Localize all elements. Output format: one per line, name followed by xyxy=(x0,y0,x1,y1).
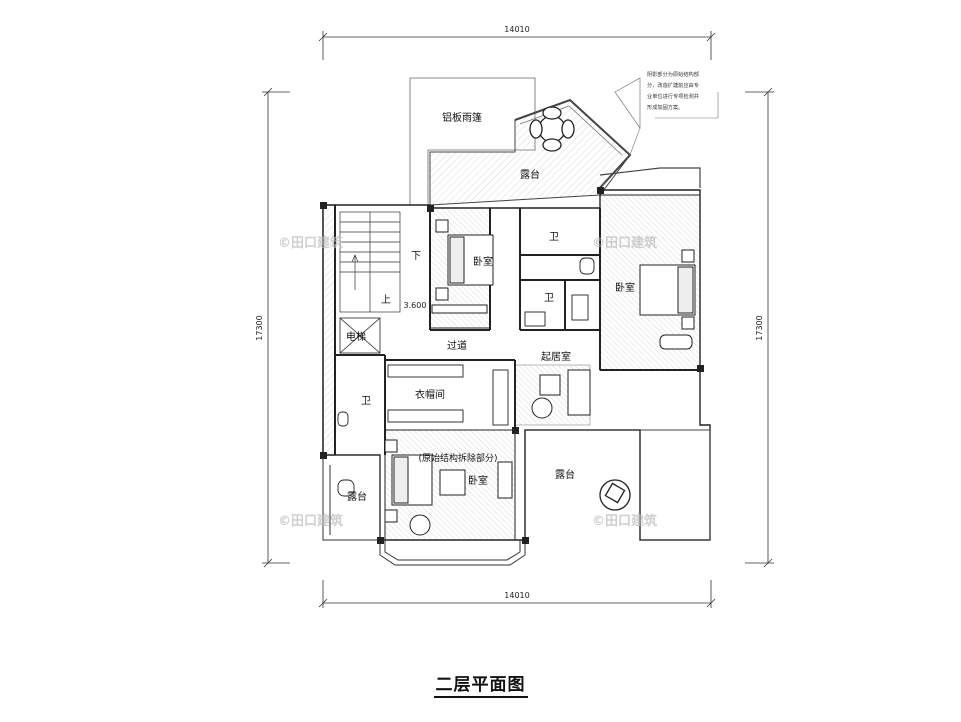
elevator-shaft xyxy=(339,317,381,354)
label-stair-down: 下 xyxy=(411,251,421,262)
label-bedroom-2: 卧室 xyxy=(615,281,635,294)
note-leader-line xyxy=(629,127,641,156)
structure-note: 阴影部分为原始结构部 分，改造扩建前应由专 业单位进行专项检测并 形成加固方案。 xyxy=(647,70,699,111)
label-bath-2: 卫 xyxy=(544,293,554,304)
dimension-bottom: 14010 xyxy=(504,591,529,600)
watermark-4: ©田口建筑 xyxy=(592,513,657,529)
dimension-right: 17300 xyxy=(755,315,764,340)
label-bedroom-1: 卧室 xyxy=(473,255,493,268)
label-aluminum-canopy: 铝板雨篷 xyxy=(442,111,482,124)
columns xyxy=(320,187,704,544)
interior-walls xyxy=(334,205,700,455)
bed-bedroom-2 xyxy=(639,249,696,350)
dimension-top: 14010 xyxy=(504,25,529,34)
bed-bedroom-1 xyxy=(431,219,494,314)
label-elevator: 电梯 xyxy=(346,330,366,343)
note-line-4: 形成加固方案。 xyxy=(647,103,683,111)
label-bedroom-3: 卧室 xyxy=(468,474,488,487)
label-wardrobe: 衣帽间 xyxy=(415,388,445,401)
dimension-lines xyxy=(262,31,774,608)
watermark-1: ©田口建筑 xyxy=(278,235,343,251)
bathroom-fixtures xyxy=(337,257,595,497)
terrace-table xyxy=(599,479,631,511)
note-line-3: 业单位进行专项检测并 xyxy=(647,92,699,100)
drawing-title-text: 二层平面图 xyxy=(433,670,528,698)
left-terrace xyxy=(322,454,381,541)
note-line-1: 阴影部分为原始结构部 xyxy=(647,70,699,78)
top-canopy xyxy=(409,77,719,206)
label-terrace-left: 露台 xyxy=(347,490,367,503)
dimension-left: 17300 xyxy=(255,315,264,340)
label-terrace-right: 露台 xyxy=(555,468,575,481)
watermark-3: ©田口建筑 xyxy=(278,513,343,529)
label-bath-1: 卫 xyxy=(549,232,559,243)
label-terrace-top: 露台 xyxy=(520,168,540,181)
bottom-bay-window xyxy=(379,540,526,566)
living-room-furniture xyxy=(531,369,591,419)
round-table-set xyxy=(529,106,575,152)
wardrobe-cabinets xyxy=(387,364,509,426)
drawing-title: 二层平面图 xyxy=(0,670,961,698)
label-demolished-note: (原始结构拆除部分) xyxy=(418,452,497,464)
note-line-2: 分，改造扩建前应由专 xyxy=(647,81,699,89)
bed-bedroom-3 xyxy=(384,439,513,536)
label-level: 3.600 xyxy=(404,301,427,310)
label-bath-3: 卫 xyxy=(361,396,371,407)
label-living-room: 起居室 xyxy=(541,350,571,363)
label-corridor: 过道 xyxy=(447,339,467,352)
label-stair-up: 上 xyxy=(381,294,391,306)
watermark-2: ©田口建筑 xyxy=(592,235,657,251)
staircase xyxy=(339,211,401,313)
